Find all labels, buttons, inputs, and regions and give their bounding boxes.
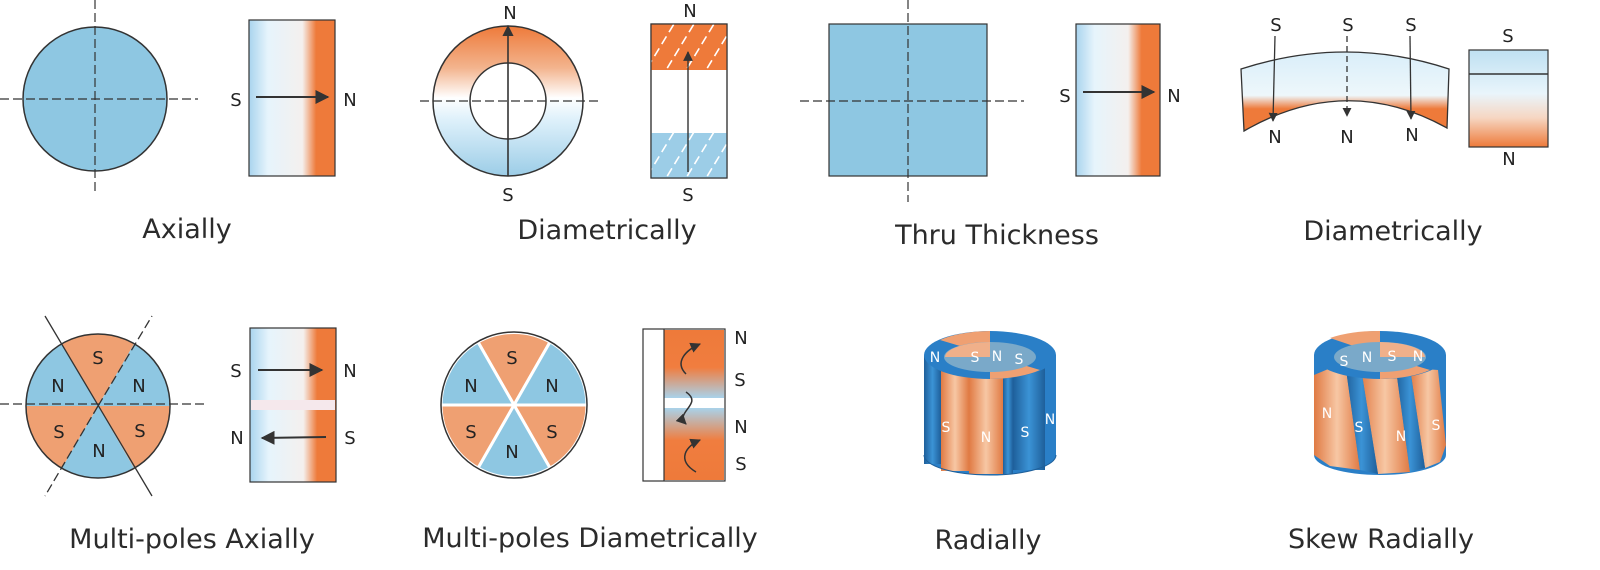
pole-s: S [735, 454, 746, 475]
sector-label: S [53, 422, 64, 443]
pole-label: S [1432, 418, 1441, 434]
pole-s: S [682, 185, 693, 206]
caption-diametrically-ring: Diametrically [517, 215, 697, 246]
pole-label: N [1396, 429, 1406, 445]
sector-label: N [464, 376, 477, 397]
pole-label: S [1388, 349, 1397, 365]
pole-s: S [230, 90, 241, 111]
sector-label: S [134, 421, 145, 442]
caption-thru-thickness: Thru Thickness [895, 220, 1099, 251]
pole-label: N [981, 430, 991, 446]
arc-segment [1240, 51, 1450, 133]
pole-label: S [1015, 352, 1024, 368]
sector-label: N [51, 376, 64, 397]
pole-n: N [1405, 125, 1418, 146]
pole-label: N [1045, 412, 1055, 428]
pole-label: N [992, 349, 1002, 365]
sector-label: S [546, 422, 557, 443]
pole-label: N [1322, 406, 1332, 422]
pole-n: N [734, 328, 747, 349]
multi-poles-axially-figure: S N N S N S S N N S [0, 315, 357, 497]
pole-s: S [734, 370, 745, 391]
pole-s: S [502, 185, 513, 206]
pole-s: S [1405, 15, 1416, 36]
pole-label: S [971, 350, 980, 366]
sector-label: S [92, 348, 103, 369]
thickness-side-block [1075, 23, 1161, 177]
pole-n: N [1268, 127, 1281, 148]
pole-n: N [503, 3, 516, 24]
caption-diametrically-arc: Diametrically [1303, 216, 1483, 247]
pole-n: N [230, 428, 243, 449]
pole-label: S [1340, 354, 1349, 370]
pole-n: N [1502, 149, 1515, 170]
sector-label: N [545, 376, 558, 397]
pole-label: N [930, 350, 940, 366]
multi-poles-diametrically-figure: S N N S N S N S N S [439, 328, 748, 482]
sector-disk [440, 331, 588, 479]
sector-label: N [505, 442, 518, 463]
diametrical-arc-figure: S S S N N N S N [1240, 15, 1549, 170]
pole-n: N [683, 1, 696, 22]
sector-label: N [92, 441, 105, 462]
pole-n: N [343, 361, 356, 382]
pole-n: N [1340, 127, 1353, 148]
axially-figure: S N [0, 0, 357, 195]
caption-multi-poles-axially: Multi-poles Axially [69, 524, 315, 555]
pole-label: S [1021, 425, 1030, 441]
sector-disk [25, 333, 171, 479]
sector-label: S [506, 348, 517, 369]
thru-thickness-figure: S N [800, 0, 1181, 202]
sector-label: N [132, 376, 145, 397]
arc-side-block [1468, 49, 1549, 148]
pole-s: S [1342, 15, 1353, 36]
sector-label: S [465, 422, 476, 443]
pole-label: N [1362, 350, 1372, 366]
pole-n: N [343, 90, 356, 111]
pole-n: N [734, 417, 747, 438]
pole-label: S [942, 420, 951, 436]
caption-skew-radially: Skew Radially [1288, 524, 1474, 555]
pole-n: N [1167, 86, 1180, 107]
pole-s: S [1502, 26, 1513, 47]
skew-radially-figure: S N S N N S N S [1314, 330, 1446, 475]
caption-radially: Radially [934, 525, 1042, 556]
caption-multi-poles-diametrically: Multi-poles Diametrically [422, 523, 758, 554]
caption-axially: Axially [142, 214, 232, 245]
radially-figure: N S N S S N S N [923, 331, 1057, 476]
diametrical-ring-figure: N S N S [420, 1, 728, 206]
pole-s: S [230, 361, 241, 382]
pole-s: S [1270, 15, 1281, 36]
pole-label: S [1355, 420, 1364, 436]
pole-s: S [344, 428, 355, 449]
pole-s: S [1059, 86, 1070, 107]
pole-label: N [1413, 349, 1423, 365]
